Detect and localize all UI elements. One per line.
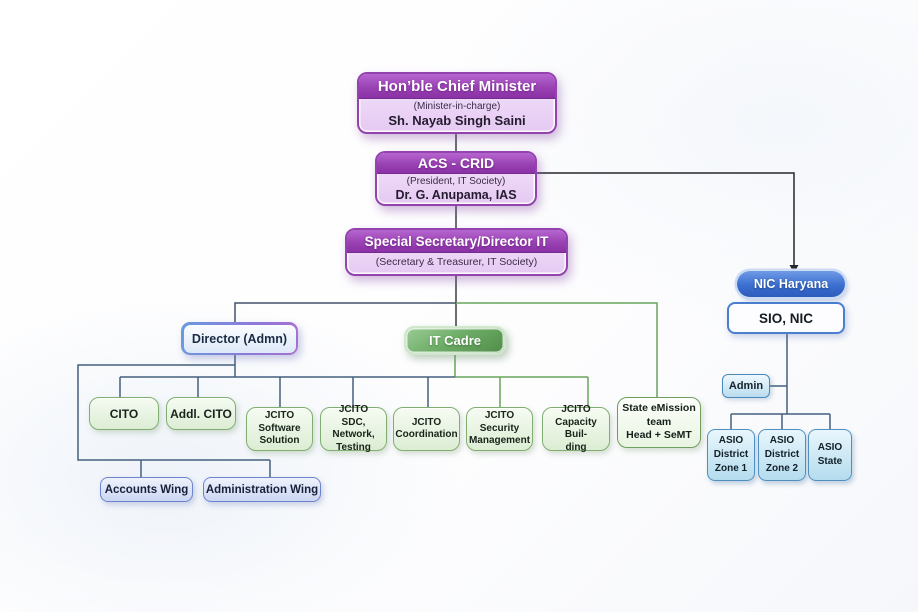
connector-ss-semt-green [456,302,658,397]
org-node-jcito-capacity: JCITO Capacity Buil- ding [542,404,610,453]
org-node-it-cadre: IT Cadre [404,326,506,355]
org-node-jcito-coordination: JCITO Coordination [393,407,460,451]
org-node-chief-minister: Hon’ble Chief Minister (Minister-in-char… [357,72,557,134]
connector-sio-asio-admin [730,334,831,429]
arrowhead-nic [789,265,799,273]
director-admn-label: Director (Admn) [183,324,296,353]
org-node-acs-crid: ACS - CRID (President, IT Society) Dr. G… [375,151,537,206]
org-node-accounts-wing: Accounts Wing [100,477,193,502]
org-node-jcito-security: JCITO Security Management [466,407,533,451]
org-node-administration-wing: Administration Wing [203,477,321,502]
org-node-director-admn: Director (Admn) [181,322,298,355]
chief-minister-person: Sh. Nayab Singh Saini [388,113,526,128]
org-node-state-emission: State eMission team Head + SeMT [617,397,701,448]
org-node-nic-haryana: NIC Haryana [737,271,845,297]
special-secretary-subtitle: (Secretary & Treasurer, IT Society) [375,256,538,268]
connector-director-wings [77,364,271,477]
org-node-admin: Admin [722,374,770,398]
connector-ss-director-rail [234,302,456,322]
org-node-special-secretary: Special Secretary/Director IT (Secretary… [345,228,568,276]
org-node-jcito-software: JCITO Software Solution [246,407,313,451]
special-secretary-title: Special Secretary/Director IT [347,230,566,253]
connector-itcadre-jcito-green [454,354,589,407]
org-node-addl-cito: Addl. CITO [166,397,236,430]
acs-crid-person: Dr. G. Anupama, IAS [395,188,517,202]
chief-minister-subtitle: (Minister-in-charge) [413,101,501,112]
acs-crid-title: ACS - CRID [377,153,535,174]
acs-crid-subtitle: (President, IT Society) [406,176,506,187]
org-node-cito: CITO [89,397,159,430]
connector-director-cito-rail [119,355,455,407]
org-node-asio-state: ASIO State [808,429,852,481]
connector-acs-nic-arrow-line [537,172,795,265]
org-node-asio-zone2: ASIO District Zone 2 [758,429,806,481]
org-node-jcito-sdc: JCITO SDC, Network, Testing [320,404,387,453]
chief-minister-title: Hon’ble Chief Minister [359,74,555,99]
org-node-sio-nic: SIO, NIC [727,302,845,334]
org-node-asio-zone1: ASIO District Zone 1 [707,429,755,481]
